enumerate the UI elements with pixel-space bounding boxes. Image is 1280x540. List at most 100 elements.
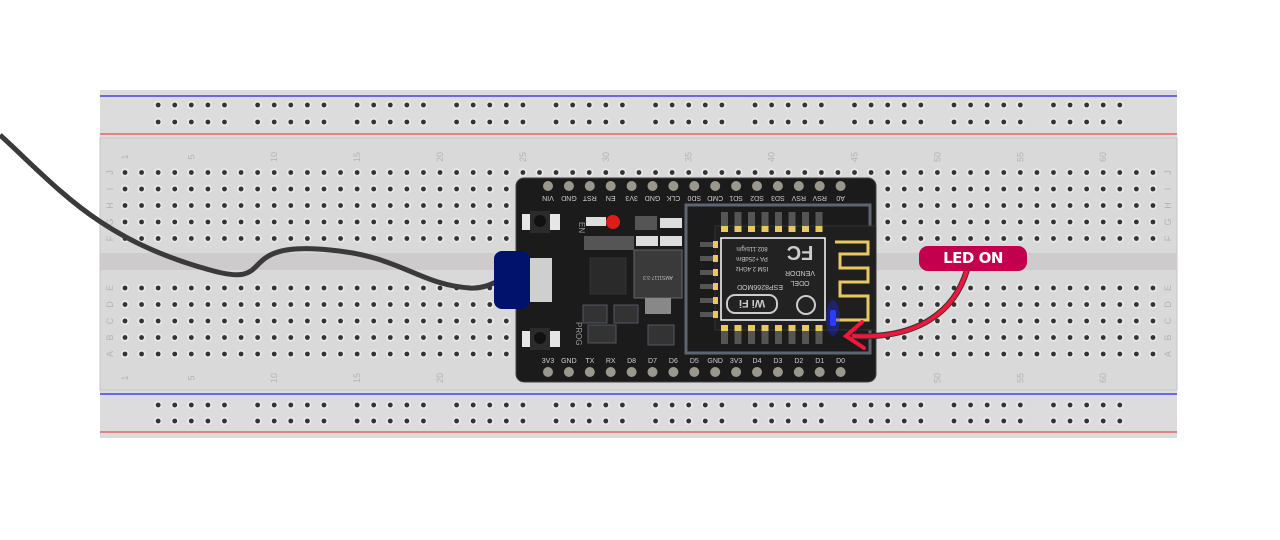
header-pin[interactable]: [563, 181, 574, 191]
breadboard-hole[interactable]: [253, 100, 262, 110]
breadboard-hole[interactable]: [982, 416, 992, 426]
breadboard-hole[interactable]: [319, 168, 329, 177]
breadboard-hole[interactable]: [120, 201, 130, 210]
breadboard-hole[interactable]: [270, 234, 279, 243]
breadboard-hole[interactable]: [270, 400, 279, 410]
en-button[interactable]: [522, 211, 560, 233]
breadboard-hole[interactable]: [850, 416, 859, 426]
breadboard-hole[interactable]: [153, 400, 163, 410]
breadboard-hole[interactable]: [1082, 283, 1091, 293]
breadboard-hole[interactable]: [286, 217, 295, 227]
breadboard-hole[interactable]: [435, 201, 445, 210]
breadboard-hole[interactable]: [551, 117, 561, 127]
breadboard-hole[interactable]: [1065, 184, 1075, 194]
breadboard-hole[interactable]: [286, 316, 295, 326]
breadboard-hole[interactable]: [336, 349, 345, 359]
breadboard-hole[interactable]: [966, 201, 975, 210]
breadboard-hole[interactable]: [386, 416, 395, 426]
breadboard-hole[interactable]: [153, 201, 163, 210]
breadboard-hole[interactable]: [485, 349, 494, 359]
breadboard-hole[interactable]: [518, 416, 528, 426]
breadboard-hole[interactable]: [1016, 349, 1025, 359]
breadboard-hole[interactable]: [1099, 217, 1108, 227]
breadboard-hole[interactable]: [667, 416, 677, 426]
breadboard-hole[interactable]: [1148, 168, 1158, 177]
breadboard-hole[interactable]: [419, 184, 428, 194]
breadboard-hole[interactable]: [153, 184, 163, 194]
breadboard-hole[interactable]: [750, 416, 760, 426]
breadboard-hole[interactable]: [1065, 300, 1075, 309]
breadboard-hole[interactable]: [286, 349, 295, 359]
breadboard-hole[interactable]: [452, 300, 461, 309]
breadboard-hole[interactable]: [1049, 283, 1058, 293]
header-pin[interactable]: [543, 181, 553, 191]
breadboard-hole[interactable]: [352, 333, 362, 342]
breadboard-hole[interactable]: [750, 400, 760, 410]
breadboard-hole[interactable]: [303, 316, 312, 326]
breadboard-hole[interactable]: [982, 217, 992, 227]
breadboard-hole[interactable]: [137, 333, 146, 342]
breadboard-hole[interactable]: [203, 416, 213, 426]
breadboard-hole[interactable]: [352, 283, 362, 293]
breadboard-hole[interactable]: [1099, 400, 1108, 410]
breadboard-hole[interactable]: [120, 316, 130, 326]
breadboard-hole[interactable]: [1065, 201, 1075, 210]
breadboard-hole[interactable]: [750, 168, 760, 177]
breadboard-hole[interactable]: [419, 300, 428, 309]
breadboard-hole[interactable]: [220, 300, 229, 309]
breadboard-hole[interactable]: [999, 400, 1008, 410]
breadboard-hole[interactable]: [402, 217, 412, 227]
breadboard-hole[interactable]: [933, 168, 942, 177]
breadboard-hole[interactable]: [817, 416, 826, 426]
breadboard-hole[interactable]: [286, 100, 295, 110]
breadboard-hole[interactable]: [883, 316, 892, 326]
breadboard-hole[interactable]: [203, 400, 213, 410]
breadboard-hole[interactable]: [1082, 400, 1091, 410]
breadboard-hole[interactable]: [352, 217, 362, 227]
breadboard-hole[interactable]: [568, 117, 577, 127]
breadboard-hole[interactable]: [253, 316, 262, 326]
breadboard-hole[interactable]: [485, 316, 494, 326]
breadboard-hole[interactable]: [220, 283, 229, 293]
breadboard-hole[interactable]: [386, 100, 395, 110]
breadboard-hole[interactable]: [352, 349, 362, 359]
breadboard-hole[interactable]: [369, 416, 378, 426]
breadboard-hole[interactable]: [286, 168, 295, 177]
breadboard-hole[interactable]: [1049, 349, 1058, 359]
breadboard-hole[interactable]: [402, 400, 412, 410]
breadboard-hole[interactable]: [170, 316, 179, 326]
breadboard-hole[interactable]: [419, 168, 428, 177]
breadboard-hole[interactable]: [966, 234, 975, 243]
breadboard-hole[interactable]: [502, 349, 511, 359]
breadboard-hole[interactable]: [236, 349, 246, 359]
breadboard-hole[interactable]: [502, 100, 511, 110]
breadboard-hole[interactable]: [170, 201, 179, 210]
breadboard-hole[interactable]: [203, 184, 213, 194]
breadboard-hole[interactable]: [916, 416, 926, 426]
breadboard-hole[interactable]: [270, 349, 279, 359]
breadboard-hole[interactable]: [1115, 349, 1125, 359]
breadboard-hole[interactable]: [784, 416, 793, 426]
breadboard-hole[interactable]: [1065, 283, 1075, 293]
breadboard-hole[interactable]: [303, 217, 312, 227]
breadboard-hole[interactable]: [203, 300, 213, 309]
breadboard-hole[interactable]: [170, 117, 179, 127]
breadboard-hole[interactable]: [568, 416, 577, 426]
breadboard-hole[interactable]: [1099, 117, 1108, 127]
header-pin[interactable]: [668, 181, 679, 191]
breadboard-hole[interactable]: [336, 184, 345, 194]
breadboard-hole[interactable]: [153, 300, 163, 309]
breadboard-hole[interactable]: [1032, 168, 1042, 177]
breadboard-hole[interactable]: [568, 400, 577, 410]
breadboard-hole[interactable]: [369, 316, 378, 326]
breadboard-hole[interactable]: [369, 100, 378, 110]
breadboard-hole[interactable]: [1082, 184, 1091, 194]
breadboard-hole[interactable]: [319, 117, 329, 127]
breadboard-hole[interactable]: [684, 416, 693, 426]
breadboard-hole[interactable]: [933, 217, 942, 227]
breadboard-hole[interactable]: [933, 349, 942, 359]
breadboard-hole[interactable]: [386, 316, 395, 326]
breadboard-hole[interactable]: [1049, 184, 1058, 194]
breadboard-hole[interactable]: [1016, 168, 1025, 177]
breadboard-hole[interactable]: [468, 333, 478, 342]
